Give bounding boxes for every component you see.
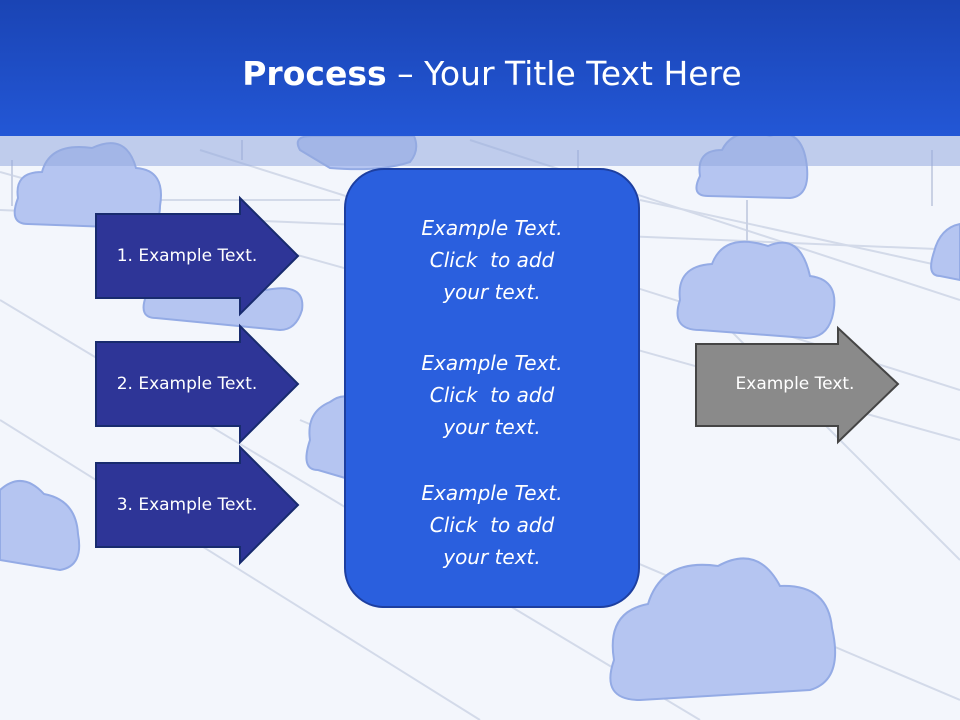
left-arrow-2-label: 2. Example Text. [116, 374, 258, 394]
left-arrow-2[interactable] [95, 323, 300, 445]
center-text-line: your text. [443, 415, 541, 439]
right-arrow[interactable] [695, 325, 900, 445]
cloud-shape [676, 240, 836, 340]
center-text-block-1[interactable]: Example Text. Click to add your text. [344, 212, 640, 308]
center-text-line: Example Text. [421, 351, 563, 375]
cloud-shape [609, 557, 837, 702]
left-arrow-1[interactable] [95, 195, 300, 317]
page-title: Process – Your Title Text Here [0, 52, 960, 96]
center-text-line: Example Text. [421, 481, 563, 505]
title-bar [0, 0, 960, 136]
right-arrow-label: Example Text. [735, 374, 855, 394]
center-text-line: Click to add [429, 248, 555, 272]
center-text-box[interactable] [344, 168, 640, 608]
center-text-line: Click to add [429, 513, 555, 537]
cloud-shape [0, 480, 81, 572]
center-text-line: your text. [443, 545, 541, 569]
center-text-line: Example Text. [421, 216, 563, 240]
left-arrow-3[interactable] [95, 444, 300, 566]
center-text-block-3[interactable]: Example Text. Click to add your text. [344, 477, 640, 573]
left-arrow-3-label: 3. Example Text. [116, 495, 258, 515]
left-arrow-1-label: 1. Example Text. [116, 246, 258, 266]
title-rest: – Your Title Text Here [386, 54, 742, 93]
center-text-line: Click to add [429, 383, 555, 407]
title-bold: Process [242, 54, 387, 93]
center-text-block-2[interactable]: Example Text. Click to add your text. [344, 347, 640, 443]
cloud-shape [930, 222, 960, 282]
center-text-line: your text. [443, 280, 541, 304]
title-band [0, 136, 960, 166]
